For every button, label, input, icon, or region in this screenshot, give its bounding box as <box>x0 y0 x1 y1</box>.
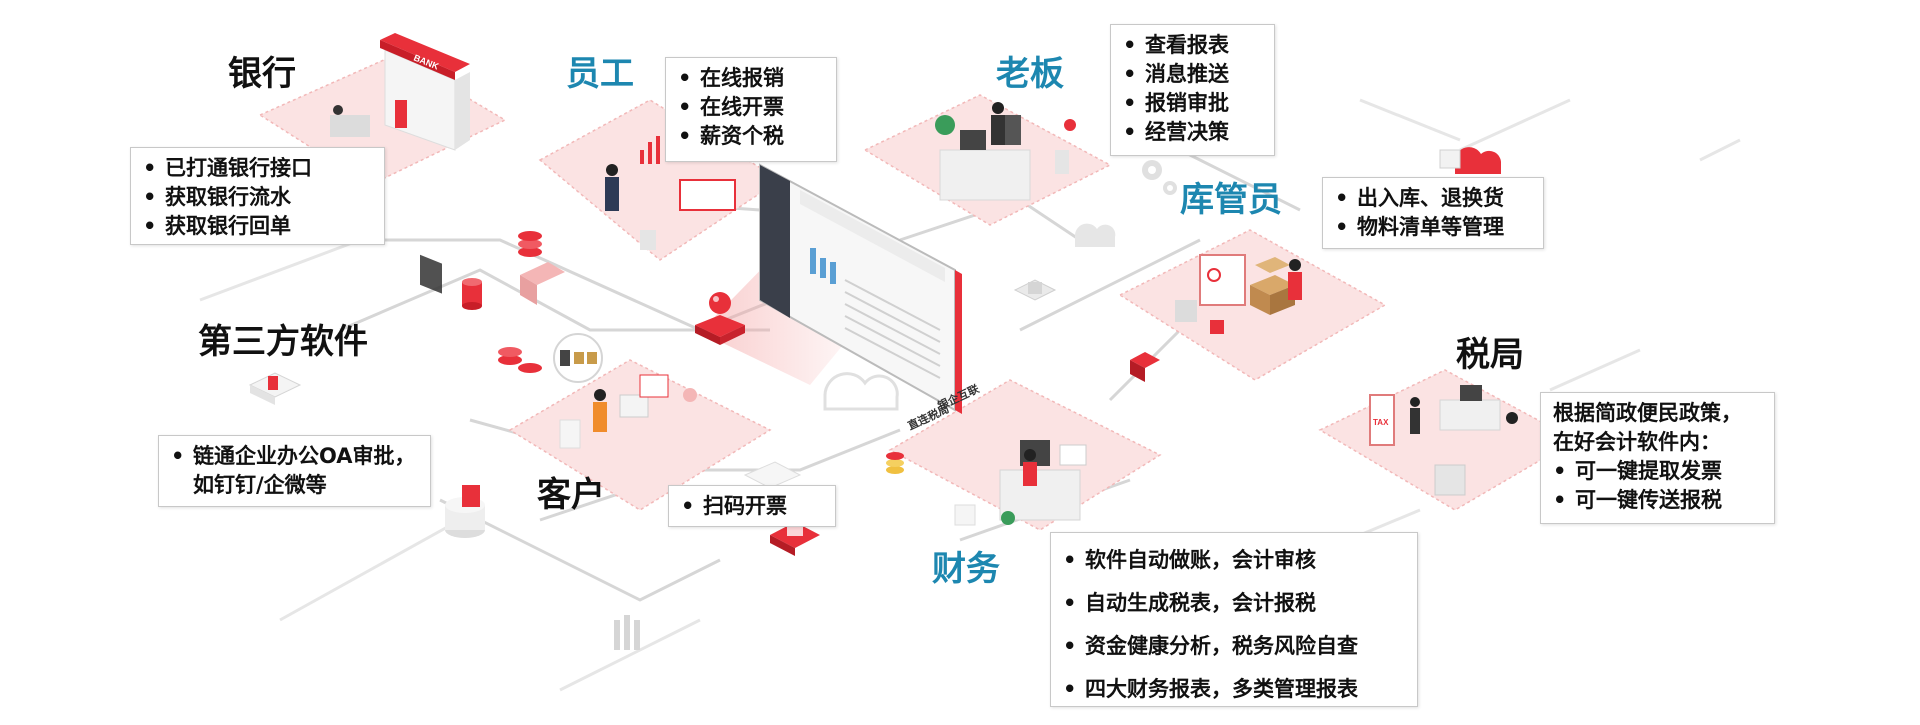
bank-item: 获取银行流水 <box>143 183 372 212</box>
tax-sign-text: TAX <box>1373 418 1389 427</box>
customer-label: 客户 <box>537 475 605 515</box>
boss-scene <box>935 102 1076 201</box>
third-party-info-box: 链通企业办公OA审批， 如钉钉/企微等 <box>158 435 431 507</box>
employee-item: 在线报销 <box>678 64 824 93</box>
server-icon <box>1013 279 1057 301</box>
warehouse-item: 出入库、退换货 <box>1335 184 1531 213</box>
warehouse-scene <box>1175 254 1302 334</box>
customer-info-box: 扫码开票 <box>668 485 836 527</box>
customer-scene <box>559 374 697 449</box>
laptop-icon <box>520 262 565 305</box>
employee-item: 薪资个税 <box>678 122 824 151</box>
warehouse-info-box: 出入库、退换货 物料清单等管理 <box>1322 177 1544 249</box>
warehouse-person <box>1289 259 1301 271</box>
bank-person <box>333 105 343 115</box>
tax-person <box>1410 397 1420 407</box>
bank-building: BANK <box>330 33 470 294</box>
employee-scene <box>605 136 736 250</box>
dashboard-screen <box>700 163 962 414</box>
cloud-icon <box>1075 223 1116 247</box>
customer-person <box>594 389 606 401</box>
third-party-app-icon <box>248 372 302 405</box>
tax-bureau-scene: TAX <box>1369 385 1518 496</box>
database-icon <box>462 278 482 310</box>
tax-bureau-intro: 根据简政便民政策， <box>1553 401 1742 425</box>
gear-icon <box>1142 160 1177 195</box>
customer-tile <box>508 359 772 511</box>
scan-device-icon <box>743 461 820 556</box>
tax-bureau-intro: 在好会计软件内： <box>1553 430 1721 454</box>
red-tag-icon <box>1130 352 1160 382</box>
bank-info-box: 已打通银行接口 获取银行流水 获取银行回单 <box>130 147 385 245</box>
boss-item: 消息推送 <box>1123 60 1262 89</box>
warehouse-item: 物料清单等管理 <box>1335 213 1531 242</box>
finance-item: 软件自动做账，会计审核 <box>1063 539 1405 582</box>
cloud-icon <box>823 372 899 411</box>
finance-item: 四大财务报表，多类管理报表 <box>1063 668 1405 711</box>
finance-info-box: 软件自动做账，会计审核 自动生成税表，会计报税 资金健康分析，税务风险自查 四大… <box>1050 532 1418 707</box>
third-party-item-continuation: 如钉钉/企微等 <box>193 473 327 497</box>
bank-label: 银行 <box>228 54 296 94</box>
employee-item: 在线开票 <box>678 93 824 122</box>
boss-item: 经营决策 <box>1123 118 1262 147</box>
accountant-person <box>1024 449 1036 461</box>
employee-label: 员工 <box>566 54 634 94</box>
employee-info-box: 在线报销 在线开票 薪资个税 <box>665 57 837 162</box>
tax-bureau-item: 可一键提取发票 <box>1553 457 1762 486</box>
tax-bureau-info-box: 根据简政便民政策， 在好会计软件内： 可一键提取发票 可一键传送报税 <box>1540 392 1775 524</box>
third-party-label: 第三方软件 <box>198 322 368 362</box>
tax-bureau-item: 可一键传送报税 <box>1553 486 1762 515</box>
boss-info-box: 查看报表 消息推送 报销审批 经营决策 <box>1110 24 1275 156</box>
bank-item: 获取银行回单 <box>143 212 372 241</box>
tax-bureau-label: 税局 <box>1456 335 1524 375</box>
finance-scene: 银企互联 直连税局 <box>886 381 1087 526</box>
plant <box>935 115 955 135</box>
barrier-icon <box>614 615 640 650</box>
finance-label: 财务 <box>932 549 1000 589</box>
boss-item: 报销审批 <box>1123 89 1262 118</box>
employee-person <box>606 164 618 176</box>
pos-terminal-icon <box>553 333 603 383</box>
boss-person <box>992 102 1004 114</box>
third-party-item: 链通企业办公OA审批， <box>171 442 418 471</box>
bank-item: 已打通银行接口 <box>143 154 372 183</box>
coin-stack-icon <box>498 231 542 373</box>
plant <box>1001 511 1015 525</box>
customer-item: 扫码开票 <box>681 492 823 521</box>
boss-item: 查看报表 <box>1123 31 1262 60</box>
finance-item: 资金健康分析，税务风险自查 <box>1063 625 1405 668</box>
boss-label: 老板 <box>996 54 1064 94</box>
cloud-red-icon <box>1439 147 1502 174</box>
red-cylinder-icon <box>445 485 485 538</box>
beacon-icon <box>695 292 745 345</box>
warehouse-label: 库管员 <box>1180 180 1282 220</box>
finance-item: 自动生成税表，会计报税 <box>1063 582 1405 625</box>
